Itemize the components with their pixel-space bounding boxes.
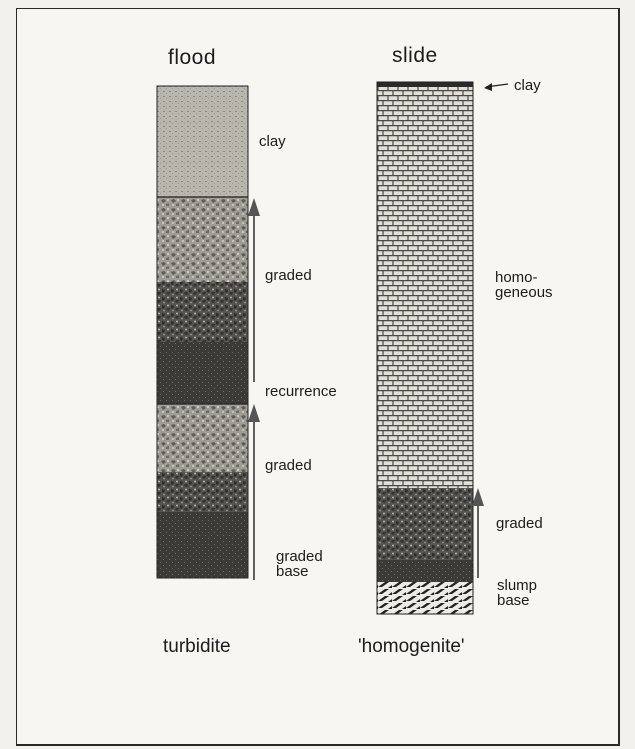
left-column-heading: flood xyxy=(168,46,216,70)
left-graded-arrows xyxy=(248,198,260,580)
left-column-footer: turbidite xyxy=(163,636,231,658)
right-homogeneous-label: homo- geneous xyxy=(495,270,553,300)
right-column-heading: slide xyxy=(392,44,438,68)
left-column xyxy=(157,86,248,578)
arrow-left-icon xyxy=(484,83,492,91)
right-clay-label: clay xyxy=(514,78,541,93)
right-clay-cap xyxy=(377,82,473,87)
left-graded-lower-layer xyxy=(157,404,248,472)
arrow-up-icon xyxy=(248,198,260,216)
right-arrows xyxy=(472,83,508,578)
left-recurrence-layer xyxy=(157,342,248,404)
right-graded-layer xyxy=(377,488,473,560)
left-graded-base-layer xyxy=(157,512,248,578)
left-graded-base-label: graded base xyxy=(276,549,323,579)
right-homogeneous-layer xyxy=(377,87,473,488)
arrow-up-icon xyxy=(472,488,484,506)
right-graded-dark xyxy=(377,560,473,582)
left-graded-lower-dark xyxy=(157,472,248,512)
right-graded-label: graded xyxy=(496,516,543,531)
left-graded-upper-layer xyxy=(157,197,248,282)
left-graded-lower-label: graded xyxy=(265,458,312,473)
left-clay-layer xyxy=(157,86,248,197)
right-column xyxy=(377,82,473,614)
right-column-footer: 'homogenite' xyxy=(358,636,465,658)
arrow-up-icon xyxy=(248,404,260,422)
left-graded-upper-dark xyxy=(157,282,248,342)
left-recurrence-label: recurrence xyxy=(265,384,337,399)
left-graded-upper-label: graded xyxy=(265,268,312,283)
left-clay-label: clay xyxy=(259,134,286,149)
right-slump-base-layer xyxy=(377,582,473,614)
right-slump-base-label: slump base xyxy=(497,578,537,608)
